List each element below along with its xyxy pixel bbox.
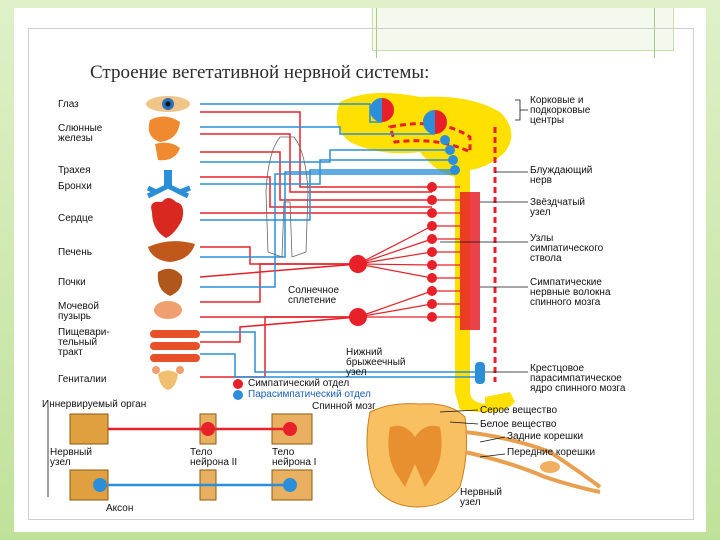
sacral-nucleus xyxy=(475,362,485,384)
cortical-center-blue xyxy=(370,98,382,122)
label-brackets xyxy=(440,99,528,373)
label-anterior-roots: Передние корешки xyxy=(507,447,596,458)
decorative-rectangle xyxy=(372,8,674,51)
cortical-pathway xyxy=(388,122,472,155)
autonomic-nervous-system-diagram: Глаз Слюнные железы Трахея Бронхи Сердце… xyxy=(40,92,682,517)
organ-bladder xyxy=(154,301,182,319)
legend-sympathetic-dot xyxy=(233,379,243,389)
label-lower-mesenteric-node: Нижний брыжеечный узел xyxy=(346,347,406,378)
label-posterior-roots: Задние корешки xyxy=(507,431,584,442)
label-neuron-body-2: Тело нейрона II xyxy=(190,447,238,468)
label-salivary-glands: Слюнные железы xyxy=(58,123,103,144)
spinal-to-ganglia xyxy=(432,186,460,318)
sympathetic-fibres xyxy=(199,111,432,378)
cross-section-pointers xyxy=(439,409,506,458)
label-digestive-tract: Пищевари- тельный тракт xyxy=(58,327,110,358)
decorative-line xyxy=(654,8,655,58)
label-kidneys: Почки xyxy=(58,277,86,288)
parasympathetic-fibres xyxy=(200,103,475,378)
organ-heart xyxy=(151,198,184,238)
label-gray-matter: Серое вещество xyxy=(480,405,558,416)
label-axon: Аксон xyxy=(106,503,134,514)
diagram-drawing xyxy=(47,93,602,508)
legend-parasympathetic-dot xyxy=(233,390,243,400)
label-innervated-organ: Иннервируемый орган xyxy=(42,399,147,410)
label-spinal-cord: Спинной мозг xyxy=(312,401,376,412)
spinal-sympathetic-column xyxy=(460,192,480,330)
label-neuron-body-1: Тело нейрона I xyxy=(272,447,317,468)
organ-trachea xyxy=(146,170,191,199)
label-nerve-node: Нервный узел xyxy=(50,447,92,468)
label-cortical-centers: Корковые и подкорковые центры xyxy=(530,95,591,126)
label-vagus-nerve: Блуждающий нерв xyxy=(530,165,593,186)
label-liver: Печень xyxy=(58,247,92,258)
decorative-line xyxy=(376,8,377,58)
label-nerve-ganglion: Нервный узел xyxy=(460,487,502,508)
legend-parasympathetic: Парасимпатический отдел xyxy=(248,389,371,400)
label-solar-plexus: Солнечное сплетение xyxy=(288,285,340,306)
organ-salivary-glands-2 xyxy=(155,142,180,161)
slide-border xyxy=(28,28,694,520)
neuron-schema xyxy=(47,407,313,501)
label-heart: Сердце xyxy=(58,213,94,224)
spinal-cross-section xyxy=(366,403,602,508)
ganglia-to-plexus xyxy=(357,225,433,318)
label-white-matter: Белое вещество xyxy=(480,419,557,430)
label-stellate-ganglion: Звёздчатый узел xyxy=(530,197,586,218)
organ-digestive-tract xyxy=(150,330,200,362)
label-bronchi: Бронхи xyxy=(58,181,92,192)
body-outline xyxy=(265,136,309,258)
slide-title: Строение вегетативной нервной системы: xyxy=(90,62,430,83)
label-trachea: Трахея xyxy=(58,165,91,176)
label-sympathetic-trunk-nodes: Узлы симпатического ствола xyxy=(530,233,604,264)
organ-kidney xyxy=(157,268,183,296)
organ-salivary-glands xyxy=(148,116,180,142)
organ-eye xyxy=(146,96,190,112)
label-genitals: Гениталии xyxy=(58,374,107,385)
label-sacral-nucleus: Крестцовое парасимпатическое ядро спинно… xyxy=(530,363,626,394)
organ-liver xyxy=(148,241,195,262)
organ-genitals xyxy=(152,366,184,390)
label-sympathetic-fibres: Симпатические нервные волокна спинного м… xyxy=(530,277,611,308)
label-bladder: Мочевой пузырь xyxy=(58,301,99,322)
subcortical-center-blue xyxy=(423,110,435,134)
label-eye: Глаз xyxy=(58,99,79,110)
legend-sympathetic: Симпатический отдел xyxy=(248,378,350,389)
brain-spinal-cord xyxy=(336,93,515,413)
